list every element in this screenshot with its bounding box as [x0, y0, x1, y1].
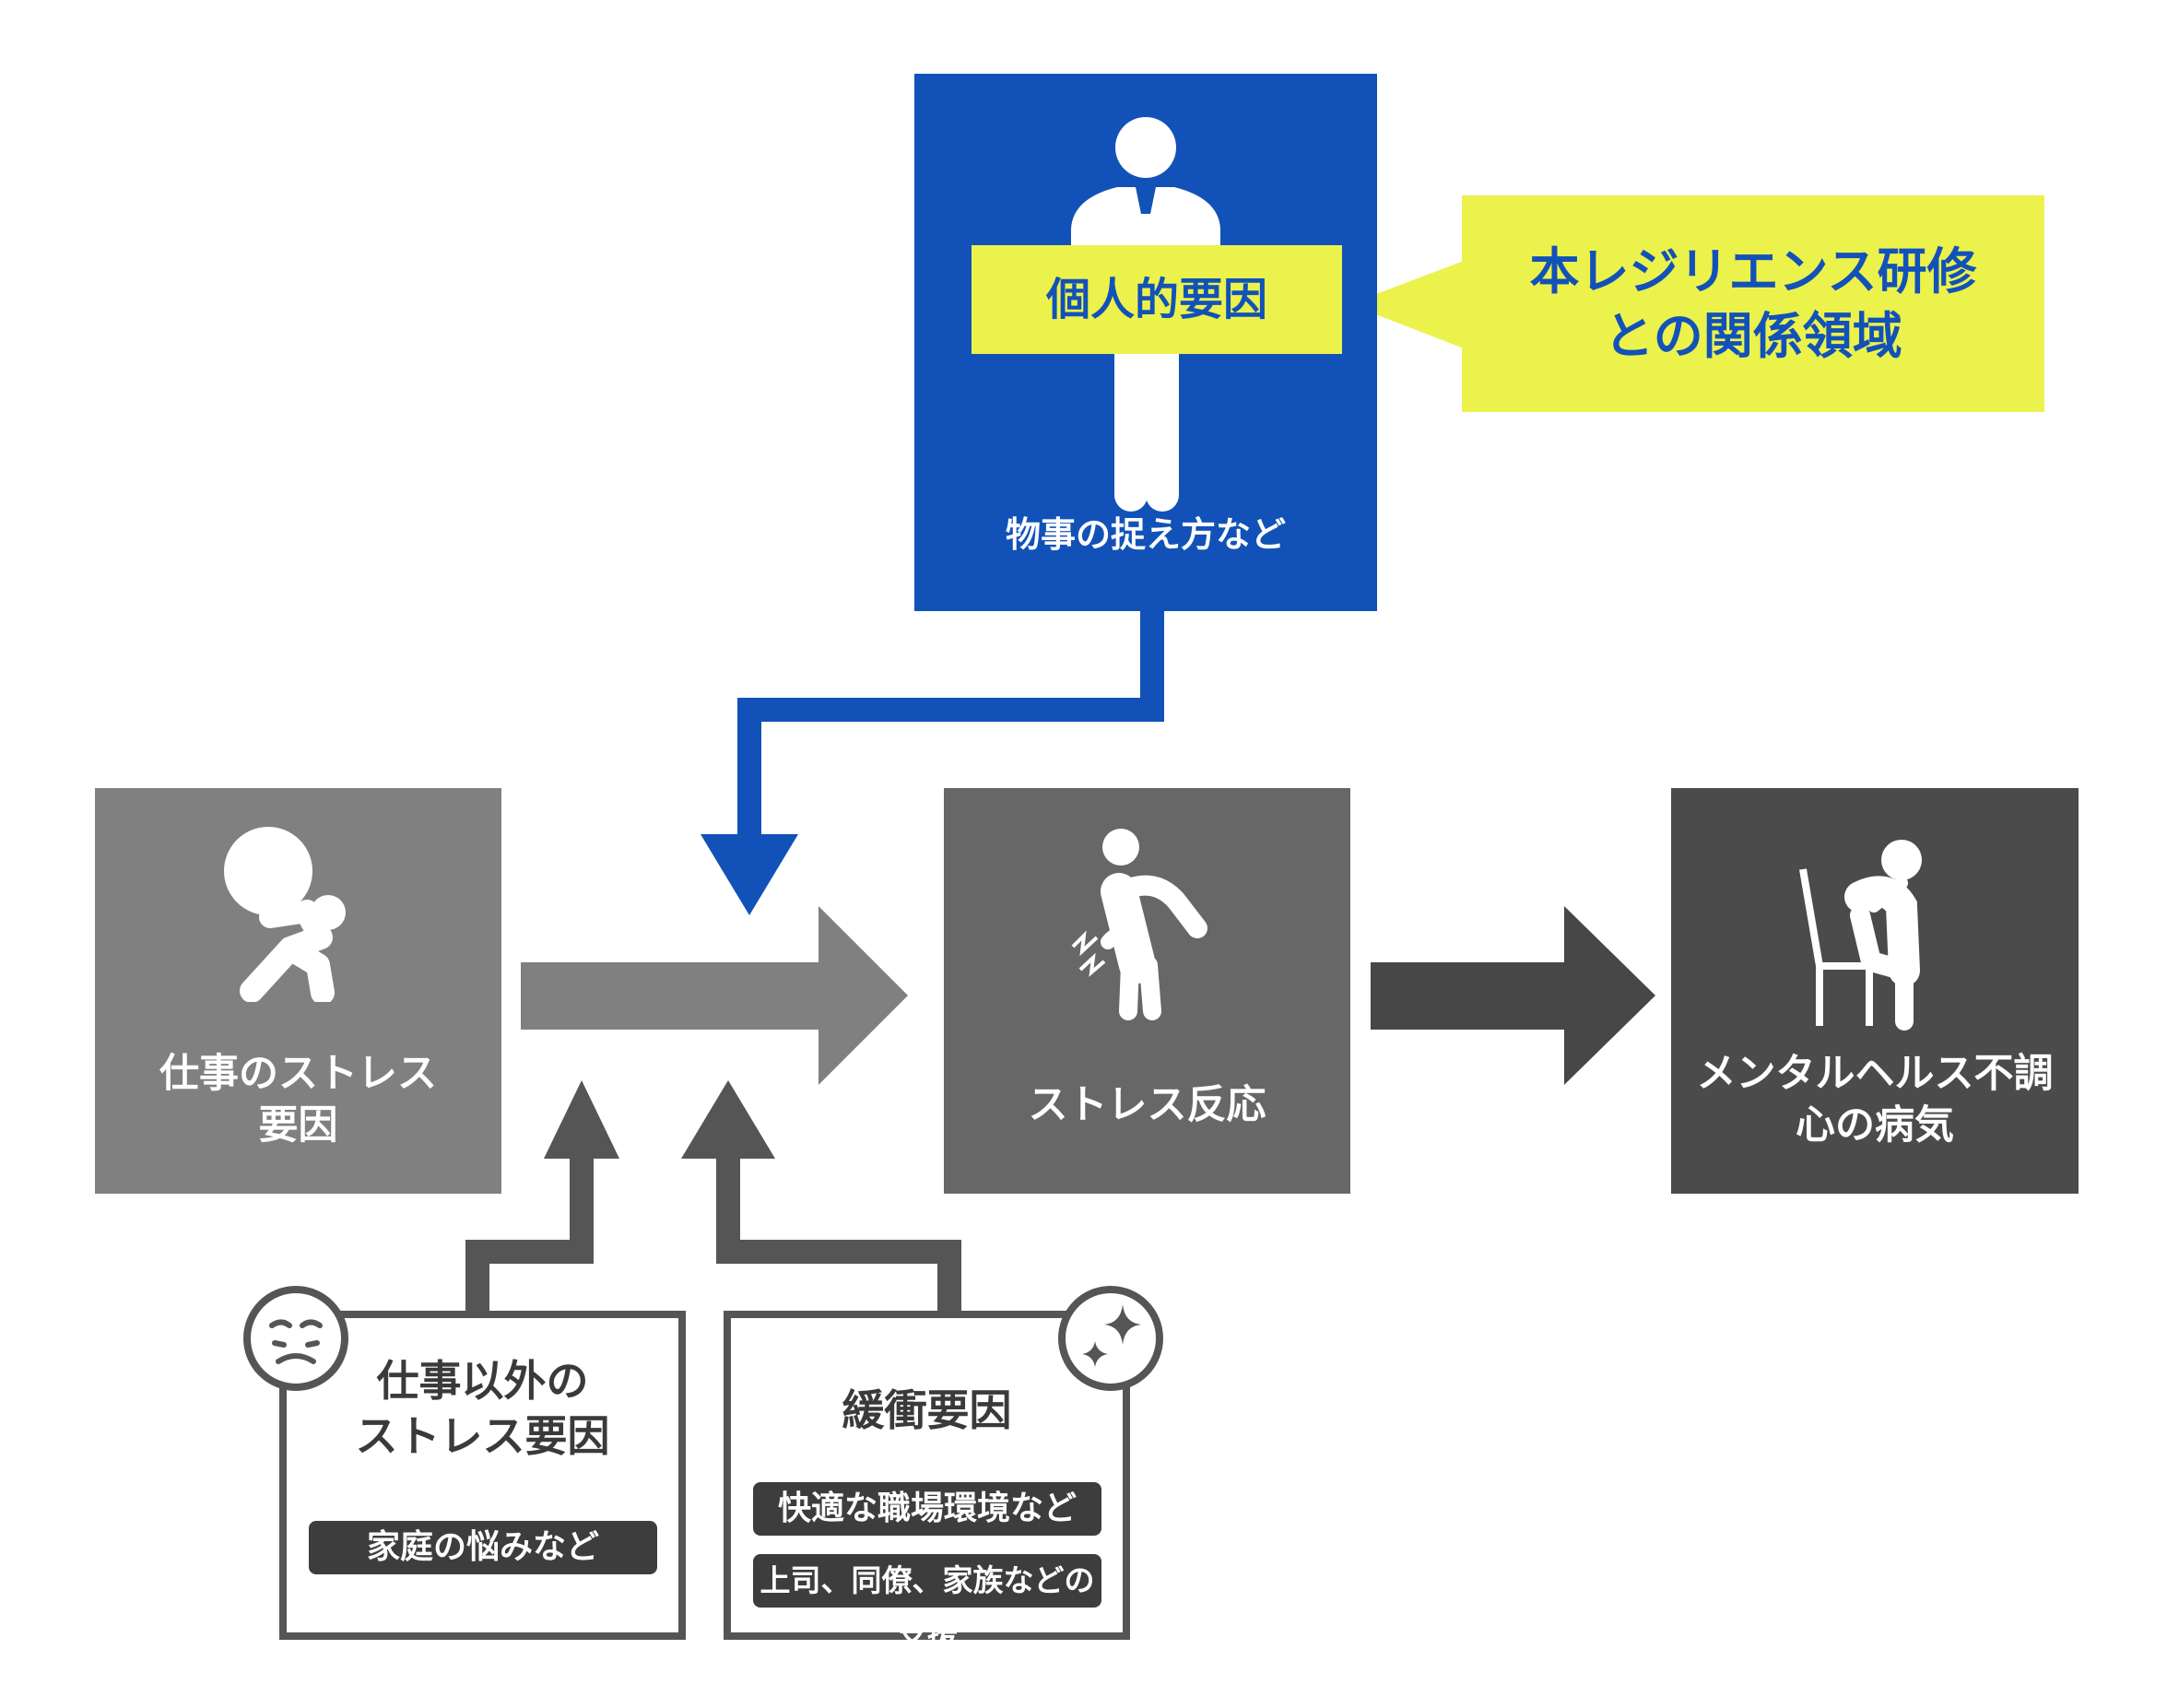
mental-illness-box: メンタルヘルス不調 心の病気	[1671, 788, 2079, 1194]
buffer-item-1: 快適な職場環境など	[753, 1482, 1101, 1536]
callout-line-1: 本レジリエンス研修	[1529, 242, 1977, 300]
non-work-stress-box: 仕事以外の ストレス要因 家庭の悩みなど	[279, 1311, 686, 1640]
personal-factor-box: 個人的要因 物事の捉え方など	[914, 74, 1377, 611]
buffer-title: 緩衝要因	[842, 1385, 1012, 1435]
work-stress-label-2: 要因	[258, 1102, 338, 1148]
non-work-stress-title-1: 仕事以外の	[376, 1356, 589, 1406]
buffer-item-2: 上司、同僚、家族などの支援	[753, 1554, 1101, 1652]
flow-arrow-1	[521, 906, 908, 1085]
personal-factor-arrow-head	[701, 834, 798, 915]
buffer-arrow-head	[681, 1080, 775, 1159]
work-stress-label-1: 仕事のストレス	[159, 1051, 437, 1097]
non-work-arrow-head	[544, 1080, 619, 1159]
flow-arrow-2	[1371, 906, 1655, 1085]
personal-factor-arrow-line	[737, 608, 1164, 834]
stress-reaction-label: ストレス反応	[1028, 1082, 1266, 1128]
personal-factor-sublabel: 物事の捉え方など	[1005, 514, 1286, 555]
sparkle-icon	[1058, 1286, 1163, 1391]
person-carrying-boulder-icon	[224, 827, 346, 1002]
callout-box: 本レジリエンス研修 との関係領域	[1462, 195, 2044, 412]
buffer-arrow-line	[716, 1152, 961, 1318]
stress-reaction-box: ストレス反応	[944, 788, 1350, 1194]
mental-illness-label-1: メンタルヘルス不調	[1696, 1051, 2054, 1097]
non-work-stress-title-2: ストレス要因	[355, 1411, 610, 1461]
person-sitting-head-in-hands-icon	[1799, 840, 1922, 1031]
buffer-box: 緩衝要因 快適な職場環境など 上司、同僚、家族などの支援	[724, 1311, 1130, 1652]
anger-face-icon	[243, 1286, 348, 1391]
non-work-stress-item: 家庭の悩みなど	[309, 1521, 657, 1574]
non-work-arrow-line	[465, 1152, 594, 1318]
personal-factor-label-box	[972, 245, 1342, 354]
personal-factor-label: 個人的要因	[1045, 274, 1267, 325]
callout-line-2: との関係領域	[1604, 307, 1902, 365]
work-stress-box: 仕事のストレス 要因	[95, 788, 501, 1194]
callout-pointer	[1349, 261, 1464, 348]
person-back-pain-icon	[1071, 829, 1207, 1020]
mental-illness-label-2: 心の病気	[1796, 1102, 1954, 1148]
